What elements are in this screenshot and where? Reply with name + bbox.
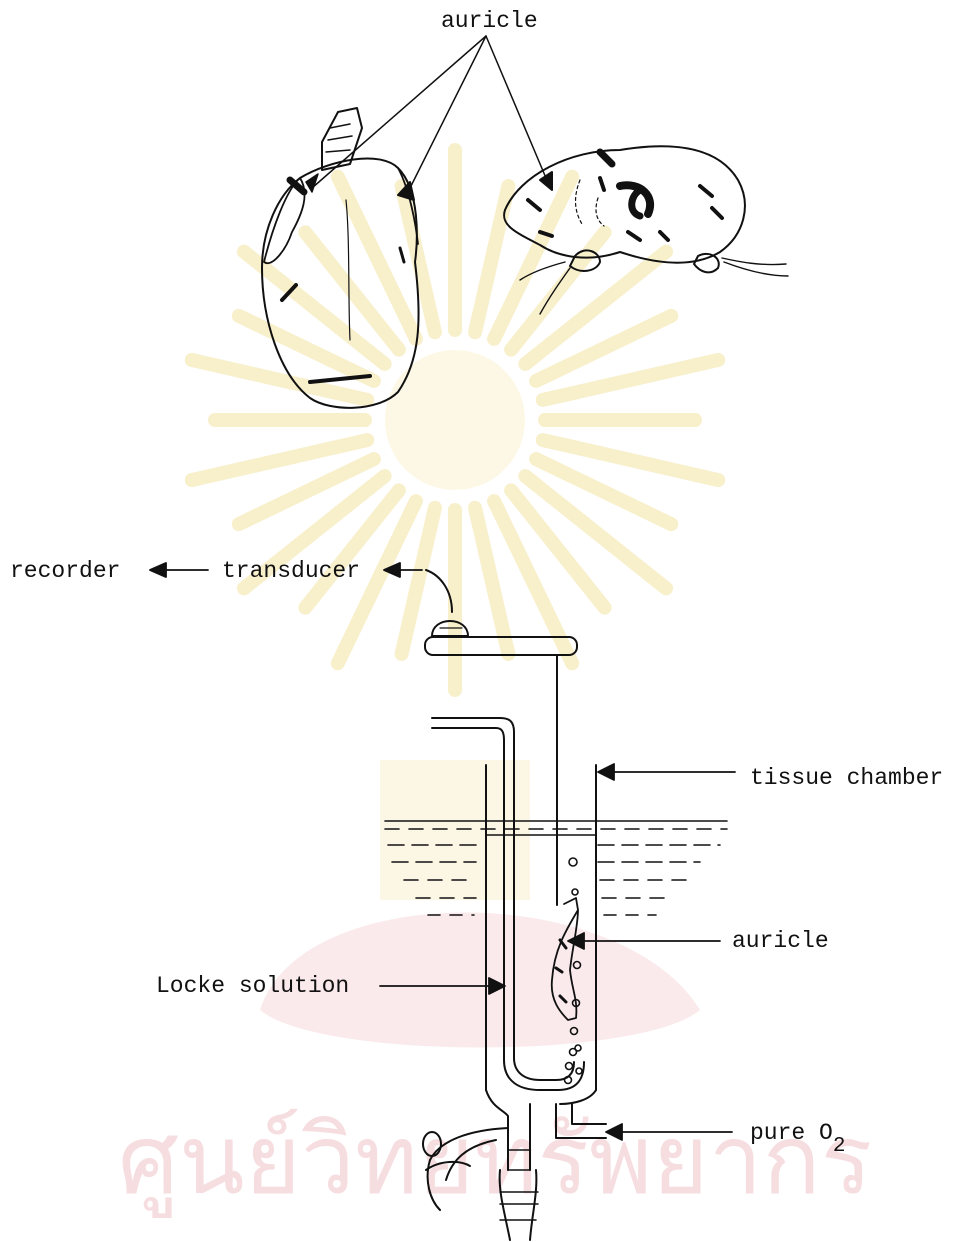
auricle-top-leaders [306,36,546,196]
label-auricle-top: auricle [441,10,538,33]
label-auricle-chamber: auricle [732,930,829,953]
label-recorder: recorder [10,560,120,583]
label-transducer: transducer [222,560,360,583]
label-locke-solution: Locke solution [156,975,349,998]
label-pure-o2: pure O2 [750,1122,845,1145]
transducer-assembly [425,570,577,655]
u-tube [432,718,584,1090]
label-tissue-chamber: tissue chamber [750,767,943,790]
heart-front-view [262,108,419,408]
label-arrows [150,563,735,1140]
oxygen-bubbles [565,858,583,1084]
label-pure-o2-subscript: 2 [833,1135,846,1158]
heart-side-view [504,146,788,314]
auricle-tissue [552,898,578,1020]
label-pure-o2-text: pure O [750,1120,833,1146]
